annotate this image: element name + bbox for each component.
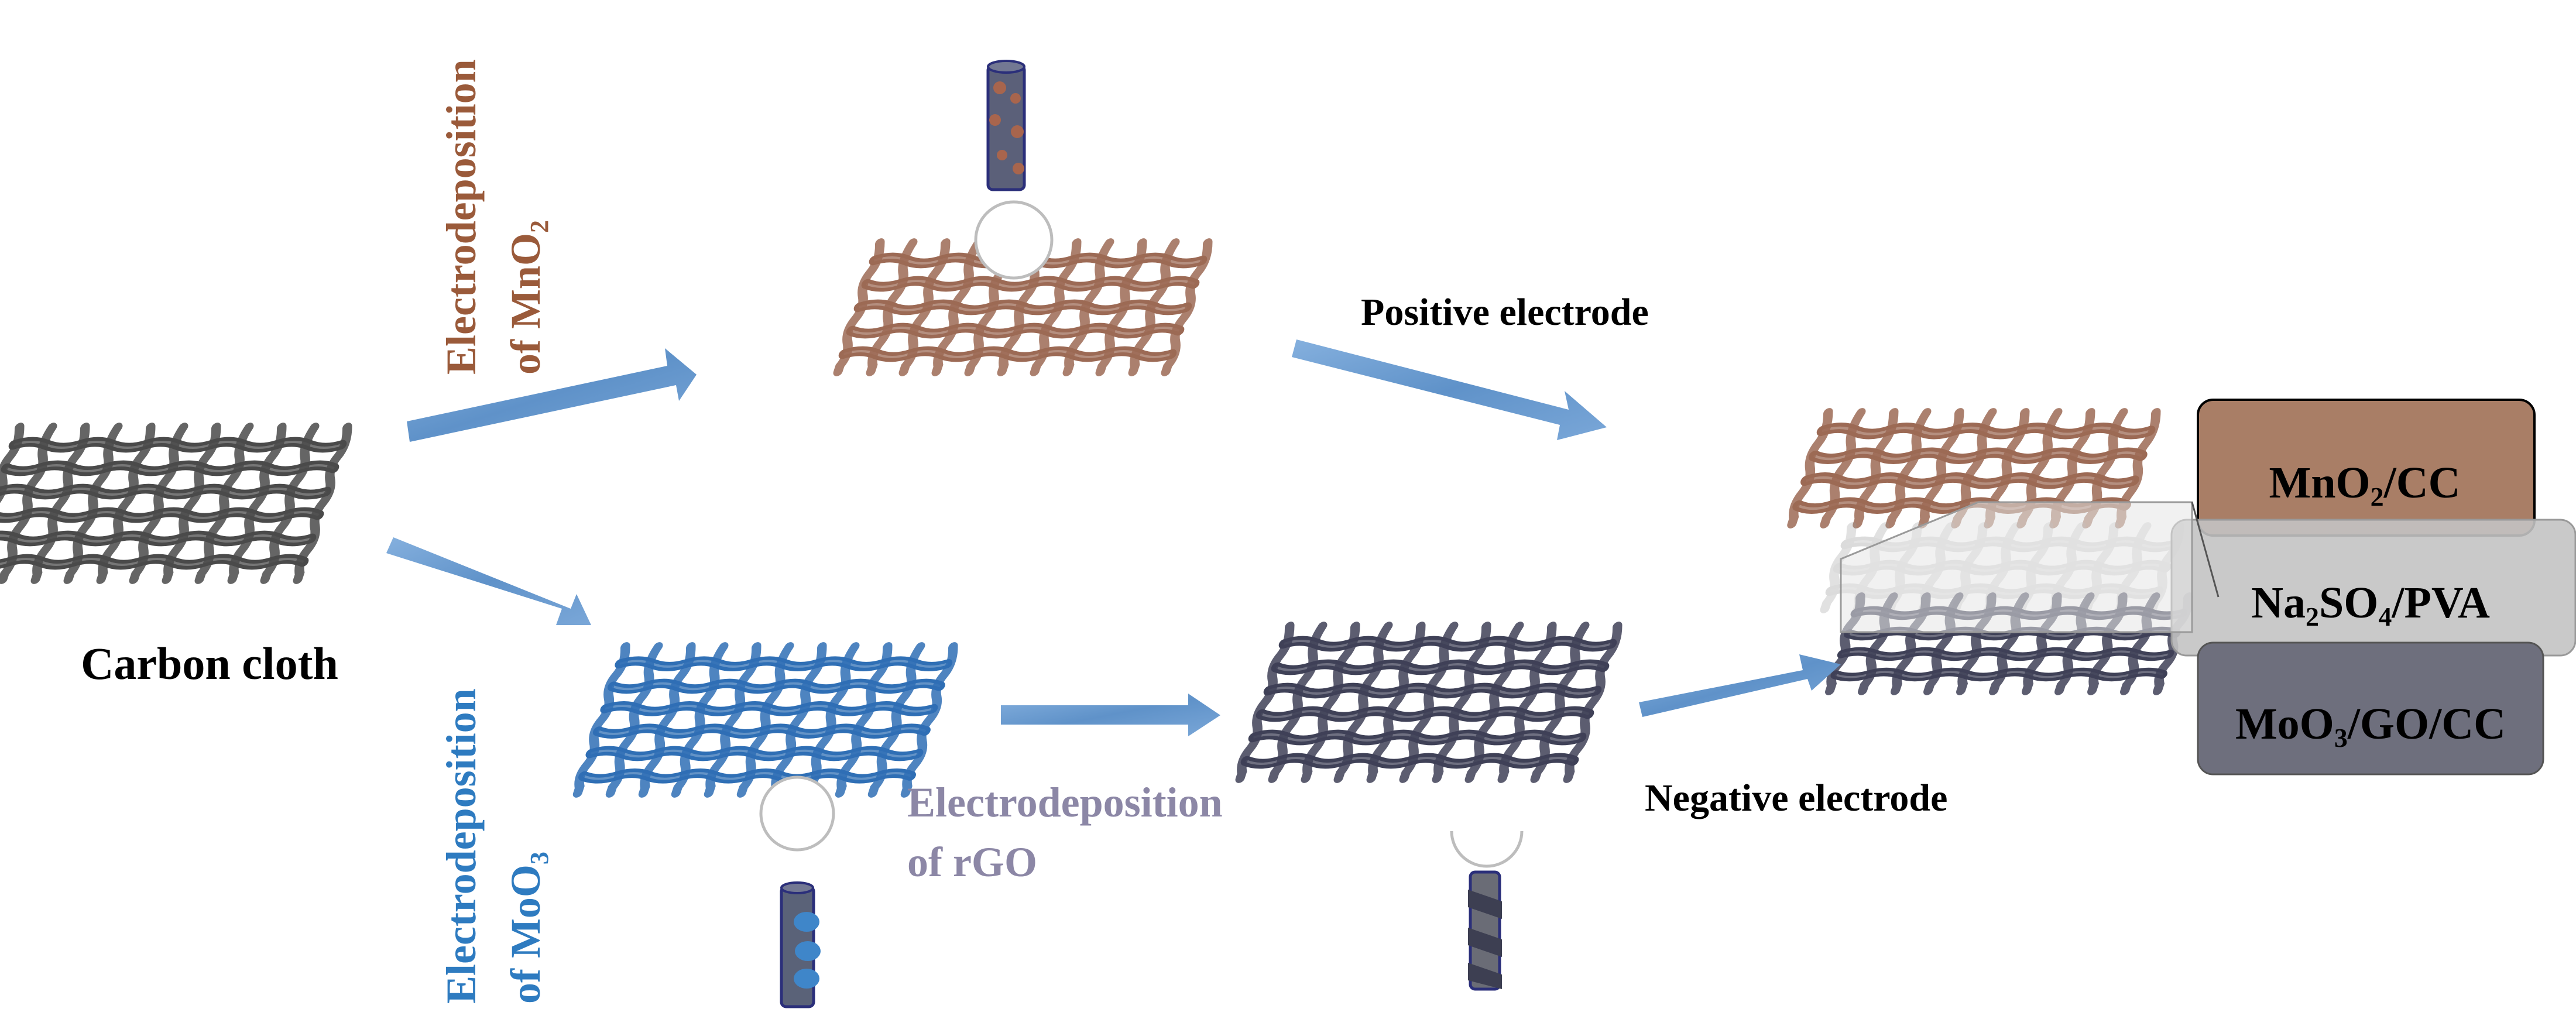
- stack-label-mno2-cc: MnO2/CC: [2269, 458, 2460, 512]
- fiber-moo3-closeup: [759, 775, 835, 1008]
- cloth-warp-strand: [0, 423, 57, 584]
- cloth-warp-strand: [1530, 622, 1590, 783]
- cloth-warp-strand: [671, 642, 729, 798]
- cloth-warp-strand: [1128, 238, 1180, 376]
- cloth-warp-strand: [1095, 238, 1147, 376]
- label-electrodeposition-rgo: Electrodeposition of rGO: [907, 779, 1233, 886]
- cloth-warp-strand: [572, 642, 630, 798]
- arrow-to-moo3: [386, 537, 591, 625]
- cloth-warp-strand: [833, 238, 885, 376]
- cloth-warp-strand: [0, 423, 25, 584]
- cloth-warp-strand: [129, 423, 188, 584]
- label-positive-electrode: Positive electrode: [1361, 291, 1649, 334]
- cloth-warp-strand: [194, 423, 254, 584]
- stack-box-moo3-go-cc: [2197, 641, 2544, 775]
- cloth-warp-strand: [835, 642, 893, 798]
- cloth-warp-strand: [260, 423, 320, 584]
- cloth-warp-strand: [1820, 522, 1857, 613]
- label-mno2-line1: Electrodeposition: [438, 59, 485, 375]
- cloth-warp-strand: [1301, 622, 1360, 783]
- cloth-warp-strand: [1918, 408, 1964, 529]
- arrow-positive: [1292, 339, 1607, 440]
- cloth-warp-strand: [1497, 622, 1557, 783]
- cloth-warp-strand: [1885, 408, 1932, 529]
- cloth-warp-strand: [736, 642, 794, 798]
- cloth-warp-strand: [63, 423, 123, 584]
- cloth-warp-strand: [1161, 238, 1213, 376]
- separator-leader: [2191, 502, 2220, 598]
- cloth-warp-strand: [1030, 238, 1082, 376]
- cloth-warp-strand: [898, 238, 951, 376]
- fiber-mno2-closeup: [974, 60, 1054, 280]
- cloth-warp-strand: [802, 642, 860, 798]
- cloth-warp-strand: [96, 423, 156, 584]
- cloth-warp-strand: [1366, 622, 1426, 783]
- cloth-warp-strand: [293, 423, 352, 584]
- cloth-warp-strand: [931, 238, 983, 376]
- label-electrodeposition-mno2: Electrodeposition of MnO2: [438, 49, 554, 375]
- cloth-warp-strand: [1062, 238, 1114, 376]
- cloth-warp-strand: [1235, 622, 1295, 783]
- separator-sheet: [1840, 501, 2193, 633]
- label-electrodeposition-moo3: Electrodeposition of MoO3: [438, 678, 554, 1004]
- cloth-warp-strand: [605, 642, 663, 798]
- cloth-warp-strand: [227, 423, 287, 584]
- cloth-warp-strand: [866, 238, 918, 376]
- cloth-carbon-gray: [0, 423, 352, 584]
- stack-label-moo3-go-cc: MoO3/GO/CC: [2235, 699, 2506, 753]
- cloth-warp-strand: [1951, 408, 1997, 529]
- cloth-warp-strand: [1399, 622, 1459, 783]
- arrow-to-rgo: [1001, 694, 1220, 736]
- label-negative-electrode: Negative electrode: [1645, 777, 1947, 819]
- cloth-warp-strand: [1432, 622, 1491, 783]
- label-rgo-line1: Electrodeposition: [907, 779, 1223, 826]
- label-moo3-line1: Electrodeposition: [438, 688, 485, 1004]
- label-carbon-cloth: Carbon cloth: [81, 638, 338, 689]
- cloth-warp-strand: [1464, 622, 1524, 783]
- label-rgo-line2: of rGO: [907, 839, 1037, 886]
- cloth-warp-strand: [1268, 622, 1328, 783]
- arrow-negative: [1639, 654, 1841, 717]
- cloth-warp-strand: [1563, 622, 1623, 783]
- cloth-warp-strand: [900, 642, 958, 798]
- cloth-rgo-navy: [1235, 622, 1623, 783]
- label-moo3-line2: of MoO3: [502, 852, 554, 1004]
- fiber-rgo-closeup: [1450, 831, 1524, 991]
- label-mno2-line2: of MnO2: [502, 220, 554, 375]
- cloth-warp-strand: [1853, 408, 1899, 529]
- arrow-to-mno2: [407, 348, 697, 442]
- cloth-warp-strand: [704, 642, 762, 798]
- cloth-warp-strand: [1787, 408, 1833, 529]
- cloth-warp-strand: [1820, 408, 1866, 529]
- cloth-warp-strand: [30, 423, 90, 584]
- cloth-moo3-blue: [572, 642, 958, 798]
- cloth-warp-strand: [769, 642, 827, 798]
- stack-label-na2so4-pva: Na2SO4/PVA: [2251, 578, 2490, 632]
- cloth-warp-strand: [1333, 622, 1393, 783]
- cloth-warp-strand: [638, 642, 696, 798]
- cloth-warp-strand: [867, 642, 925, 798]
- cloth-warp-strand: [162, 423, 221, 584]
